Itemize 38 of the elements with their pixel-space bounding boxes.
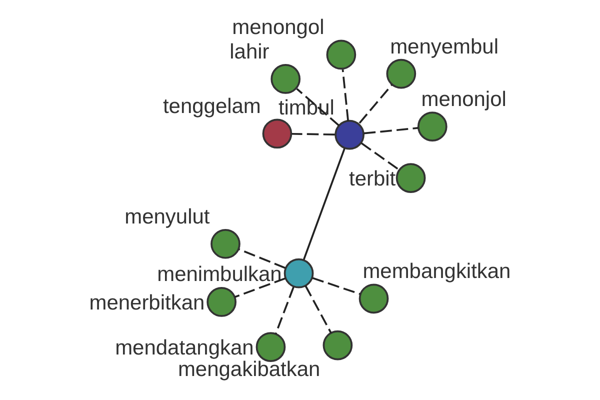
- node-circle: [262, 118, 292, 149]
- node-label: menyembul: [390, 35, 498, 58]
- connector: [296, 88, 340, 126]
- node-circle: [358, 284, 389, 314]
- connector: [304, 285, 332, 334]
- node-label: tenggelam: [162, 95, 261, 118]
- node-label: menyulut: [124, 205, 210, 228]
- node-label: membangkitkan: [362, 260, 511, 284]
- node-label: terbit: [349, 168, 396, 191]
- node-circle: [417, 112, 448, 142]
- connector: [312, 277, 360, 295]
- node-circle: [322, 330, 353, 360]
- connector: [302, 148, 346, 260]
- node-circle: [284, 258, 314, 288]
- node-circle: [326, 40, 356, 70]
- connector: [364, 127, 418, 134]
- connector: [238, 248, 286, 269]
- node-circle: [210, 228, 240, 259]
- node-label: menongol: [232, 16, 324, 40]
- node-circle: [396, 163, 426, 193]
- node-label: mengakibatkan: [178, 358, 320, 382]
- connector: [360, 142, 400, 170]
- node-label: mendatangkan: [115, 336, 254, 360]
- node-label: timbul: [278, 96, 334, 120]
- connector: [358, 84, 393, 124]
- node-label: menimbulkan: [157, 262, 282, 286]
- connector: [342, 70, 350, 121]
- node-circle: [256, 332, 286, 362]
- connector: [292, 132, 335, 136]
- node-label: menerbitkan: [89, 291, 205, 314]
- node-label: lahir: [230, 40, 270, 64]
- node-circle: [270, 64, 301, 94]
- connector: [234, 277, 286, 298]
- node-circle: [386, 58, 416, 89]
- node-label: menonjol: [421, 88, 506, 112]
- node-circle: [206, 287, 236, 317]
- connector: [274, 286, 294, 334]
- node-circle: [334, 120, 364, 150]
